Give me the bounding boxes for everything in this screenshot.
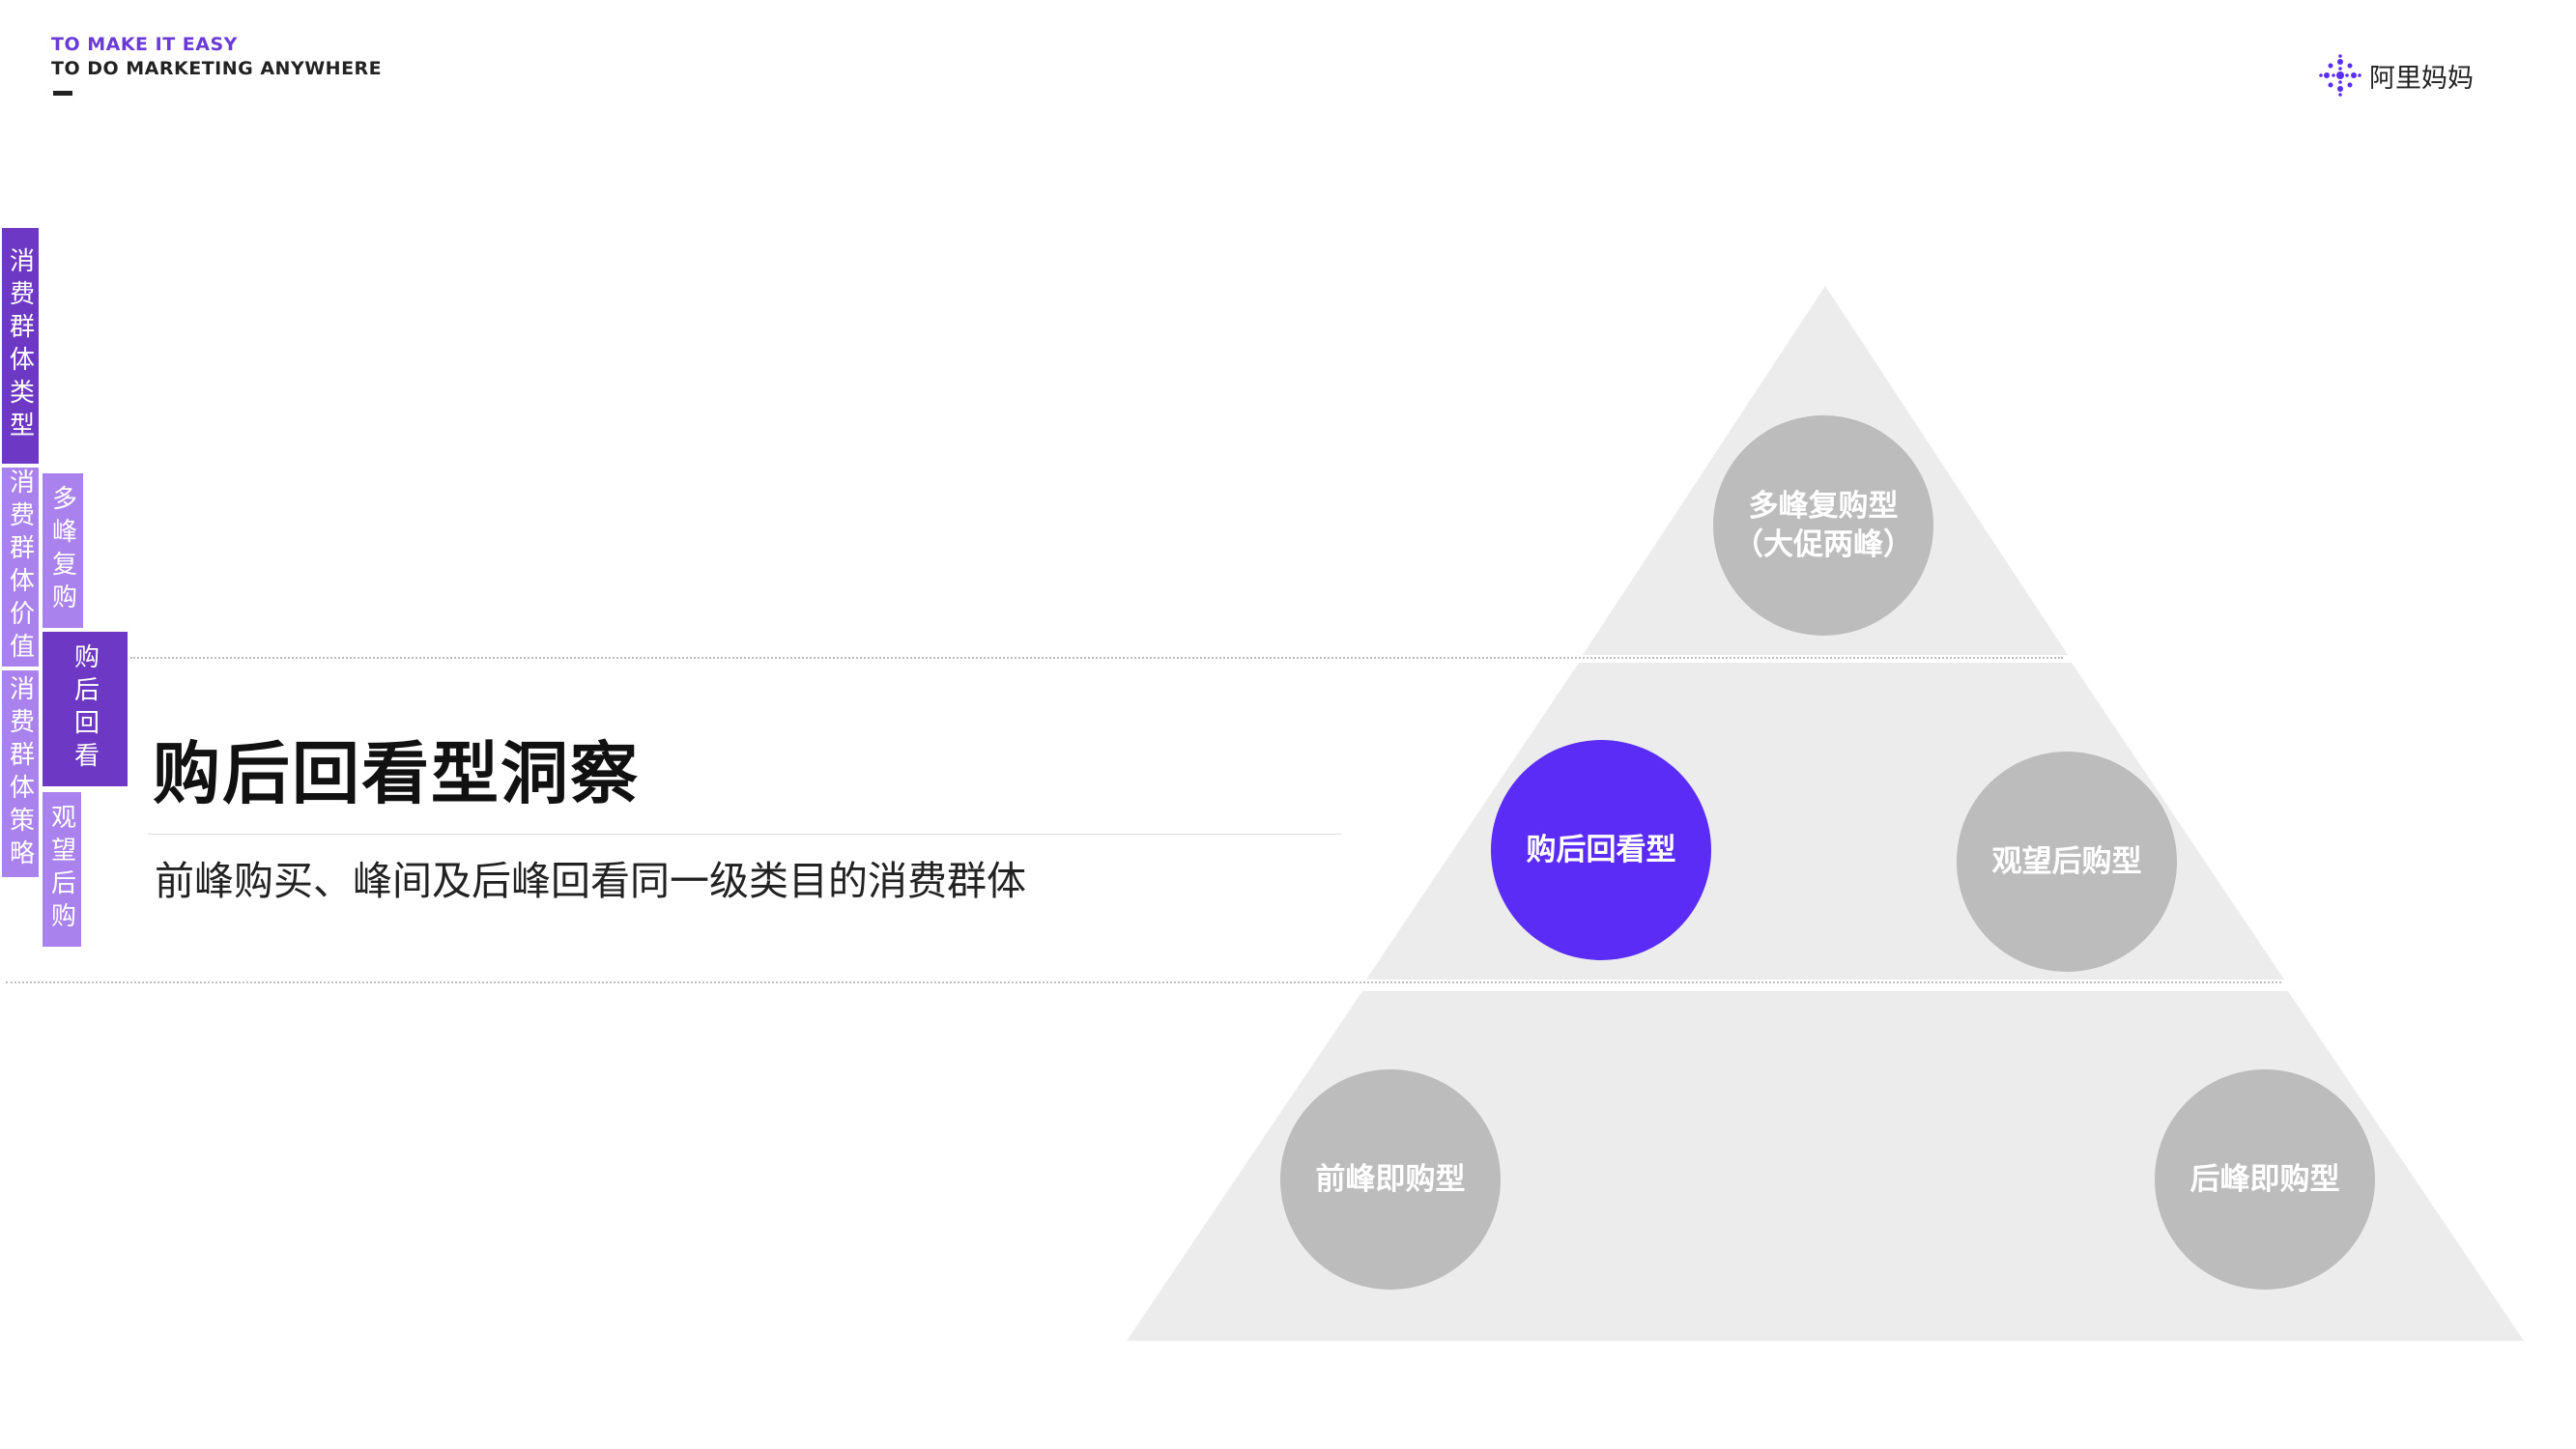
circle-post-peak-buy: 后峰即购型	[2155, 1069, 2375, 1290]
circle-label-line1: 多峰复购型	[1748, 489, 1899, 524]
circle-label: 后峰即购型	[2190, 1162, 2340, 1197]
sub-tab-look-back[interactable]: 购后回看	[43, 632, 128, 786]
pyramid-tier-bottom	[1127, 991, 2524, 1341]
circle-look-back-after-purchase: 购后回看型	[1491, 740, 1711, 960]
alimama-logo-icon	[2319, 54, 2361, 97]
brand-name: 阿里妈妈	[2369, 63, 2474, 94]
brand-logo: 阿里妈妈	[2319, 54, 2474, 97]
nav-tab-consumer-value[interactable]: 消费群体价值	[2, 468, 39, 667]
tagline-line-2: TO DO MARKETING ANYWHERE	[51, 58, 383, 79]
title-underline	[148, 834, 1341, 835]
sub-tab-multi-peak[interactable]: 多峰复购	[43, 473, 83, 628]
page-title: 购后回看型洞察	[153, 734, 640, 813]
circle-label: 购后回看型	[1526, 833, 1676, 867]
circle-label: 观望后购型	[1991, 844, 2142, 879]
page-subtitle: 前峰购买、峰间及后峰回看同一级类目的消费群体	[155, 858, 1026, 904]
nav-tab-consumer-type[interactable]: 消费群体类型	[2, 228, 39, 464]
tagline-line-1: TO MAKE IT EASY	[51, 34, 238, 55]
circle-label: 前峰即购型	[1315, 1162, 1466, 1197]
sub-tab-wait-then-buy[interactable]: 观望后购	[43, 792, 81, 947]
circle-multi-peak-repurchase: 多峰复购型 （大促两峰）	[1713, 415, 1933, 636]
tagline-dash	[53, 91, 72, 96]
circle-wait-then-buy: 观望后购型	[1957, 752, 2177, 972]
nav-tab-consumer-strategy[interactable]: 消费群体策略	[2, 670, 39, 877]
circle-label-line2: （大促两峰）	[1733, 527, 1913, 562]
circle-pre-peak-buy: 前峰即购型	[1280, 1069, 1501, 1290]
divider-top	[130, 657, 2063, 659]
divider-bottom	[6, 981, 2281, 983]
